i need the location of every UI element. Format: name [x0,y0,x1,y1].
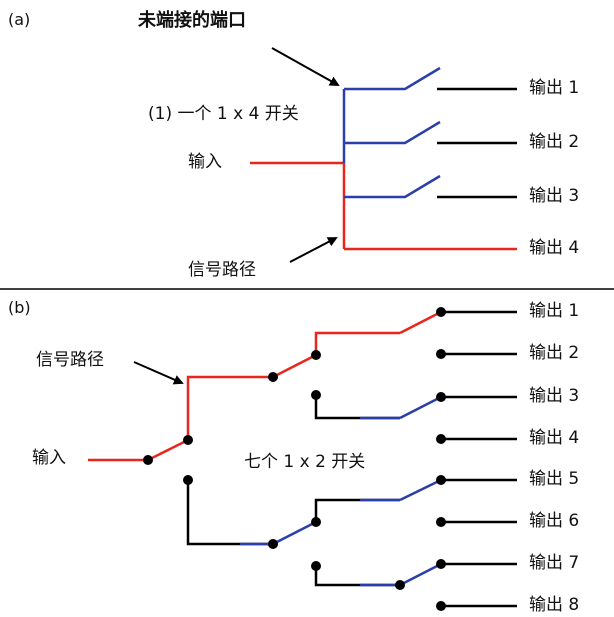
node-dot [436,434,446,444]
node-dot [436,307,446,317]
node-dot [436,601,446,611]
switch-3b-blade [399,395,442,420]
output-label-b-4: 输出 4 [529,428,580,448]
switch-2u-blade [272,353,317,379]
node-dot [436,392,446,402]
node-dot [395,580,405,590]
node-dot [311,390,321,400]
stage2l-lower-path [314,566,400,587]
output-label-b-3: 输出 3 [529,386,580,406]
switch-label-a: (1) 一个 1 x 4 开关 [148,104,299,124]
output-label-b-8: 输出 8 [529,595,580,615]
panel-a-tag: (a) [8,10,31,29]
switch-nodes [143,307,446,611]
node-dot [436,475,446,485]
output-label-b-7: 输出 7 [529,553,580,573]
branch-1-a [344,66,441,91]
unterminated-port-title: 未端接的端口 [138,10,246,31]
node-dot [143,455,153,465]
output-label-b-6: 输出 6 [529,511,580,531]
output-label-a-1: 输出 1 [529,78,580,98]
node-dot [436,517,446,527]
node-dot [183,475,193,485]
branch-3-a [344,174,441,199]
branch-2-a [344,120,441,145]
switch-label-b: 七个 1 x 2 开关 [244,452,366,472]
input-label-b: 输入 [32,448,66,468]
signal-path-label-b: 信号路径 [36,350,104,370]
panel-b-tag: (b) [8,298,31,317]
node-dot [436,559,446,569]
stage1-upper-path [186,375,273,440]
signal-path-arrow-b [133,361,184,385]
output-label-a-2: 输出 2 [529,132,580,152]
output-label-b-1: 输出 1 [529,301,580,321]
node-dot [183,435,193,445]
output-label-a-3: 输出 3 [529,186,580,206]
stage1-lower-path [186,480,273,546]
stage2u-upper-path [314,331,400,355]
input-label-a: 输入 [188,152,222,172]
node-dot [311,517,321,527]
switch-3a-blade [399,310,442,335]
output-label-b-5: 输出 5 [529,469,580,489]
unterminated-port-arrow [271,47,340,86]
node-dot [311,561,321,571]
signal-path-arrow-a [289,237,338,263]
node-dot [268,539,278,549]
switch-3c-blade [399,478,442,502]
signal-path-label-a: 信号路径 [188,260,256,280]
node-dot [311,350,321,360]
output-label-a-4: 输出 4 [529,238,580,258]
output-label-b-2: 输出 2 [529,343,580,363]
switch-3d-blade [399,562,442,587]
node-dot [436,349,446,359]
stage2u-lower-path [314,395,400,420]
stage2l-upper-path [314,498,400,522]
node-dot [268,372,278,382]
switch-1-blade [147,438,189,462]
switch-2l-blade [272,520,317,546]
